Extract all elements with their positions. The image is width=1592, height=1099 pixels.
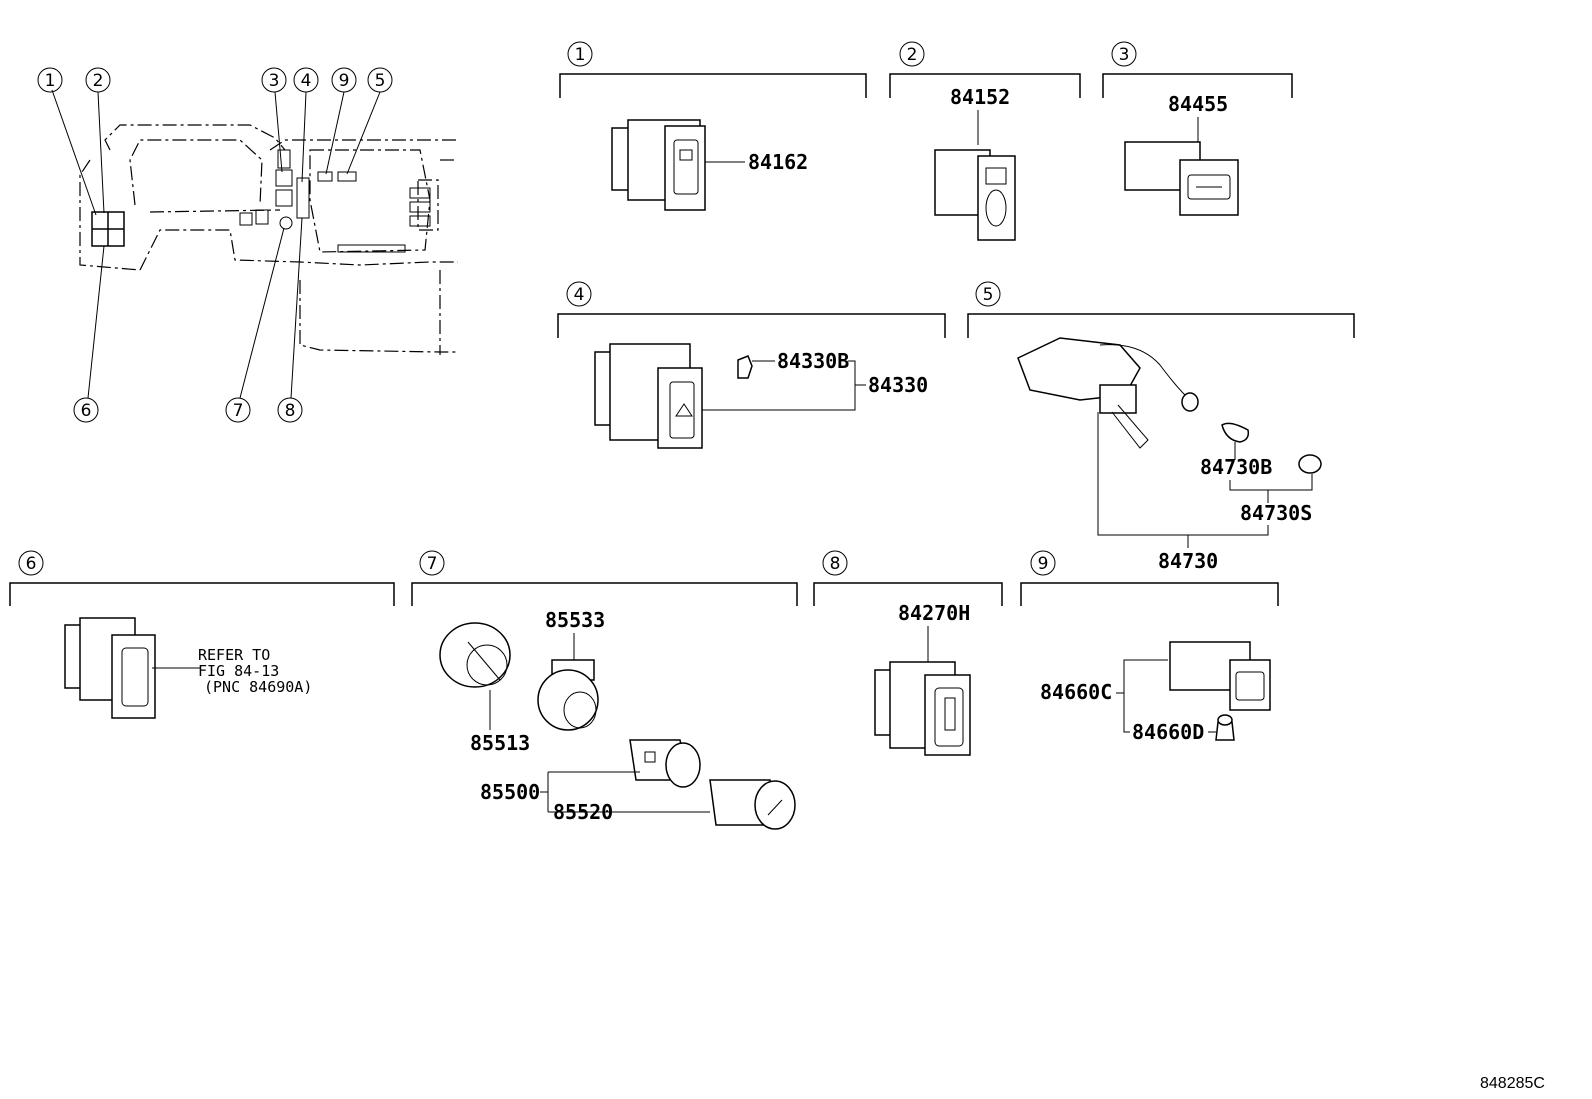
section-1: 1 84162: [559, 41, 867, 211]
section-4-number: 4: [574, 285, 585, 305]
overview-callout-9: 9: [331, 67, 357, 93]
lighter-housing-85500-icon: [629, 739, 701, 788]
svg-text:4: 4: [301, 71, 312, 91]
svg-text:9: 9: [339, 71, 350, 91]
part-84330B: 84330B: [777, 349, 849, 373]
part-84330: 84330: [868, 373, 928, 397]
svg-text:5: 5: [375, 71, 386, 91]
section-5: 5 84730B 84730S 84730: [967, 281, 1355, 573]
part-85533: 85533: [545, 608, 605, 632]
overview-callout-8: 8: [277, 397, 303, 423]
bulb-84330B-icon: [737, 355, 753, 379]
lighter-socket-icon: [537, 659, 599, 731]
section-4: 4 84330B 84330: [557, 281, 946, 449]
overview-callout-5: 5: [367, 67, 393, 93]
part-84162: 84162: [748, 150, 808, 174]
diagram-code: 848285C: [1480, 1075, 1545, 1092]
switch-84660C-icon: [1169, 641, 1271, 711]
part-84730B: 84730B: [1200, 455, 1272, 479]
svg-text:6: 6: [81, 401, 92, 421]
section-6-number: 6: [26, 554, 37, 574]
section-2-number: 2: [907, 45, 918, 65]
cap-84730S-icon: [1298, 454, 1322, 474]
overview-callout-2: 2: [85, 67, 111, 93]
part-84152: 84152: [950, 85, 1010, 109]
part-84730: 84730: [1158, 549, 1218, 573]
overview-callout-6: 6: [73, 397, 99, 423]
bulb-84730B-icon: [1221, 422, 1250, 443]
switch-unit-84730-icon: [1017, 337, 1199, 449]
switch-84270H-icon: [874, 661, 971, 756]
svg-text:1: 1: [45, 71, 56, 91]
overview-callout-3: 3: [261, 67, 287, 93]
section-7: 7 85513 85533 85500 85520: [411, 550, 798, 830]
overview-callout-1: 1: [37, 67, 63, 93]
refer-line-2: FIG 84-13: [198, 662, 279, 680]
part-84660C: 84660C: [1040, 680, 1112, 704]
section-2: 2 84152: [889, 41, 1081, 241]
section-8: 8 84270H: [813, 550, 1003, 756]
refer-line-1: REFER TO: [198, 646, 270, 664]
section-7-number: 7: [427, 554, 438, 574]
refer-line-3: (PNC 84690A): [204, 678, 312, 696]
switch-84330-icon: [594, 343, 703, 449]
section-8-number: 8: [830, 554, 841, 574]
svg-text:7: 7: [233, 401, 244, 421]
switch-84690A-icon: [64, 617, 156, 719]
part-84455: 84455: [1168, 92, 1228, 116]
svg-text:2: 2: [93, 71, 104, 91]
part-84730S: 84730S: [1240, 501, 1312, 525]
part-85520: 85520: [553, 800, 613, 824]
svg-text:3: 3: [269, 71, 280, 91]
section-1-number: 1: [575, 45, 586, 65]
overview-callouts: 1 2 3 4 9 5 6 7 8: [37, 67, 393, 423]
part-84270H: 84270H: [898, 601, 970, 625]
part-85500: 85500: [480, 780, 540, 804]
switch-84152-icon: [934, 149, 1016, 241]
section-9: 9 84660C 84660D: [1020, 550, 1279, 744]
section-9-number: 9: [1038, 554, 1049, 574]
section-5-number: 5: [983, 285, 994, 305]
switch-84162-icon: [611, 119, 706, 211]
section-3-number: 3: [1119, 45, 1130, 65]
overview-callout-4: 4: [293, 67, 319, 93]
bulb-84660D-icon: [1215, 714, 1235, 741]
part-85513: 85513: [470, 731, 530, 755]
overview-callout-7: 7: [225, 397, 251, 423]
section-6: 6 REFER TO FIG 84-13 (PNC 84690A): [9, 550, 395, 719]
section-3: 3 84455: [1102, 41, 1293, 216]
dashboard-overview: [51, 89, 458, 399]
switch-84455-icon: [1124, 141, 1239, 216]
part-84660D: 84660D: [1132, 720, 1204, 744]
cigarette-lighter-ring-icon: [439, 622, 511, 688]
lighter-plug-85520-icon: [709, 779, 796, 830]
svg-text:8: 8: [285, 401, 296, 421]
